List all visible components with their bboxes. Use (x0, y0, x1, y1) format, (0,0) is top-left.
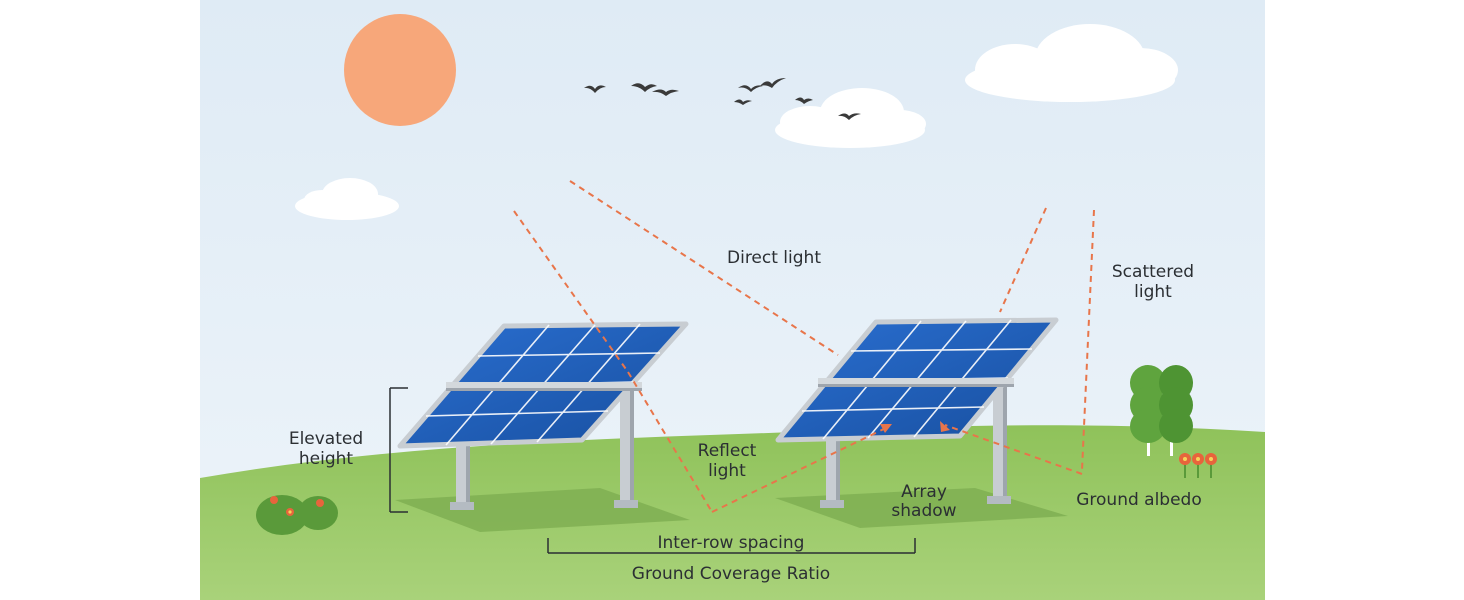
cloud-icon (965, 24, 1178, 102)
label-direct-light: Direct light (727, 248, 821, 268)
cloud-icon (775, 88, 926, 148)
elevated-height-bracket (389, 387, 408, 513)
solar-panel-icon (397, 321, 689, 510)
cloud-icon (295, 178, 399, 220)
label-elevated-height-2: height (299, 449, 354, 469)
arrowhead-icon (940, 421, 950, 432)
arrowhead-icon (880, 424, 892, 433)
bird-icon (734, 99, 752, 105)
sun-icon (344, 14, 456, 126)
bird-icon (652, 89, 679, 96)
bird-icon (795, 97, 813, 104)
light-rays (513, 180, 1095, 513)
label-scattered-light-2: light (1134, 282, 1172, 302)
bush-icon (256, 495, 338, 535)
solar-panel-icon (775, 317, 1059, 508)
label-inter-row-spacing: Inter-row spacing (658, 533, 805, 553)
flower-icon (1179, 453, 1217, 478)
bird-icon (838, 113, 861, 120)
label-elevated-height-1: Elevated (289, 429, 363, 449)
label-scattered-light-1: Scattered (1112, 262, 1194, 282)
bird-icon (738, 85, 763, 92)
bird-icon (631, 83, 657, 92)
bird-icon (584, 85, 606, 93)
birds (584, 78, 861, 120)
ground-albedo-ray (944, 424, 1083, 475)
label-reflect-light-2: light (708, 461, 746, 481)
direct-light-ray (569, 180, 839, 356)
inter-row-spacing-bracket (547, 538, 916, 554)
bird-icon (760, 78, 786, 88)
label-ground-albedo: Ground albedo (1076, 490, 1202, 510)
reflect-light-ray (627, 371, 713, 513)
scattered-light-ray (999, 207, 1047, 313)
label-reflect-light-1: Reflect (698, 441, 757, 461)
tree-icon (1130, 365, 1193, 456)
label-array-shadow-1: Array (901, 482, 947, 502)
label-array-shadow-2: shadow (891, 501, 956, 521)
label-ground-coverage-ratio: Ground Coverage Ratio (632, 564, 830, 584)
